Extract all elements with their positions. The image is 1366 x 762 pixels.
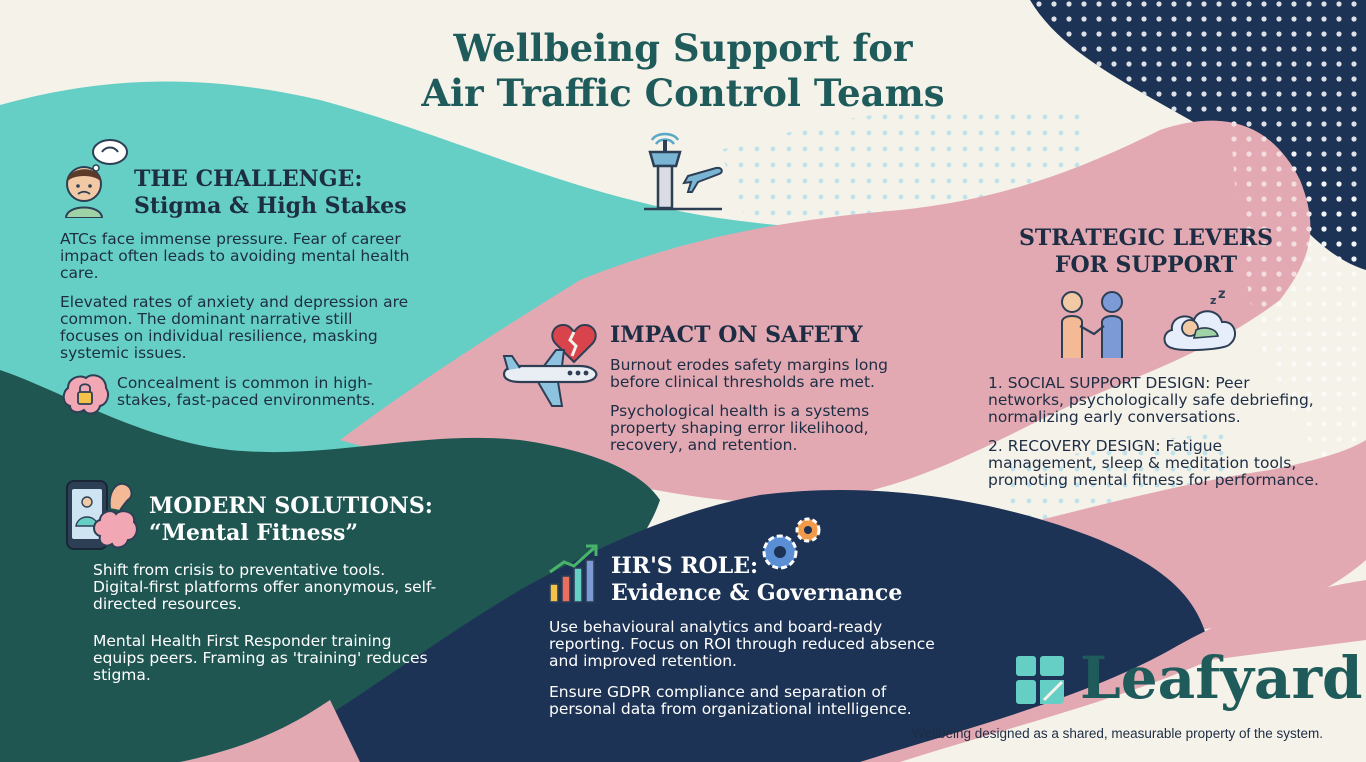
safety-paragraph-1: Burnout erodes safety margins long befor… <box>610 356 888 391</box>
svg-text:z: z <box>1218 288 1226 302</box>
gears-icon <box>762 517 821 570</box>
title-line-2: Air Traffic Control Teams <box>421 71 945 115</box>
solutions-heading-line-2: “Mental Fitness” <box>149 520 358 546</box>
solutions-heading: MODERN SOLUTIONS: “Mental Fitness” <box>149 493 433 547</box>
levers-heading-line-1: STRATEGIC LEVERS <box>1018 225 1274 251</box>
levers-paragraph-1: 1. SOCIAL SUPPORT DESIGN: Peer networks,… <box>988 374 1314 426</box>
title-line-1: Wellbeing Support for <box>453 26 913 70</box>
challenge-paragraph-3: Concealment is common in high-stakes, fa… <box>117 374 376 409</box>
levers-body: 1. SOCIAL SUPPORT DESIGN: Peer networks,… <box>988 375 1323 501</box>
hr-paragraph-2: Ensure GDPR compliance and separation of… <box>549 683 912 718</box>
broken-heart-icon <box>551 323 597 364</box>
leafyard-logo-icon <box>1016 656 1064 704</box>
levers-heading-line-2: FOR SUPPORT <box>1054 252 1238 278</box>
hr-heading-line-2: Evidence & Governance <box>611 580 903 606</box>
brand-name: Leafyard <box>1080 644 1363 712</box>
challenge-paragraph-1: ATCs face immense pressure. Fear of care… <box>60 230 410 282</box>
hr-body: Use behavioural analytics and board-read… <box>549 619 949 730</box>
safety-paragraph-2: Psychological health is a systems proper… <box>610 402 870 454</box>
solutions-body: Shift from crisis to preventative tools.… <box>93 562 443 696</box>
challenge-heading-line-1: THE CHALLENGE: <box>134 166 363 192</box>
challenge-body: ATCs face immense pressure. Fear of care… <box>60 231 410 374</box>
hr-heading: HR'S ROLE: Evidence & Governance <box>611 553 902 607</box>
hr-paragraph-1: Use behavioural analytics and board-read… <box>549 618 935 670</box>
person-thought-icon <box>64 139 128 218</box>
brain-lock-icon <box>62 374 109 415</box>
handshake-icon <box>1061 291 1123 358</box>
airplane-icon <box>502 349 598 407</box>
safety-body: Burnout erodes safety margins long befor… <box>610 357 930 466</box>
page-title: Wellbeing Support for Air Traffic Contro… <box>380 26 986 116</box>
solutions-heading-line-1: MODERN SOLUTIONS: <box>149 493 433 519</box>
levers-paragraph-2: 2. RECOVERY DESIGN: Fatigue management, … <box>988 437 1319 489</box>
hr-heading-line-1: HR'S ROLE: <box>611 553 759 579</box>
svg-text:z: z <box>1210 294 1216 307</box>
safety-heading: IMPACT ON SAFETY <box>610 322 863 348</box>
sleep-cloud-icon: z z <box>1163 288 1237 352</box>
levers-heading: STRATEGIC LEVERS FOR SUPPORT <box>1012 225 1280 279</box>
solutions-paragraph-2: Mental Health First Responder training e… <box>93 632 428 684</box>
control-tower-icon <box>644 132 723 211</box>
challenge-paragraph-2: Elevated rates of anxiety and depression… <box>60 293 409 362</box>
challenge-heading: THE CHALLENGE: Stigma & High Stakes <box>134 166 407 220</box>
solutions-paragraph-1: Shift from crisis to preventative tools.… <box>93 561 437 613</box>
challenge-heading-line-2: Stigma & High Stakes <box>134 193 407 219</box>
flexing-brain-icon <box>93 482 138 549</box>
growth-chart-icon <box>549 544 598 603</box>
brand-tagline: Wellbeing designed as a shared, measurab… <box>912 726 1323 741</box>
